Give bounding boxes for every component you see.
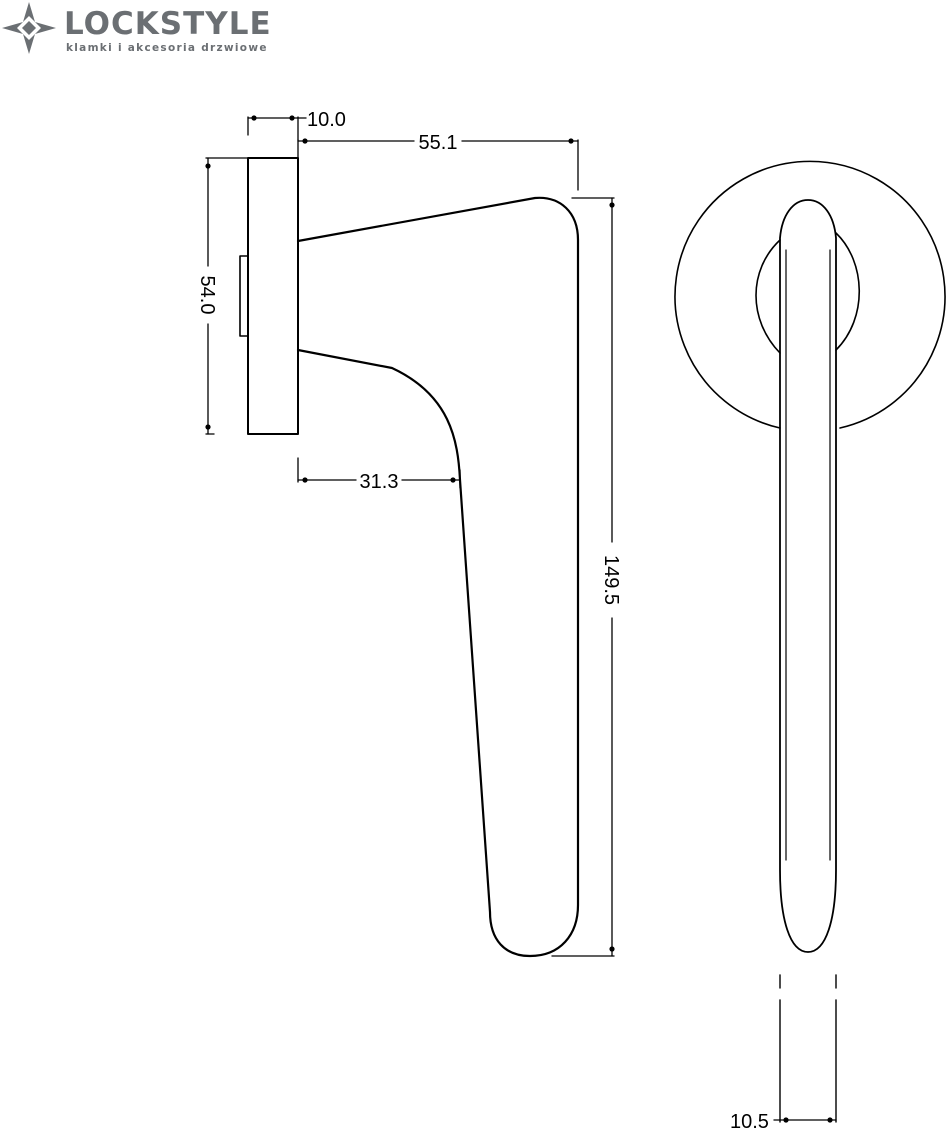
dim-lever-width: 10.5 xyxy=(730,1111,769,1129)
lever-front xyxy=(779,199,837,953)
lockstyle-logo-icon xyxy=(2,2,56,54)
spindle-stub xyxy=(239,255,249,337)
dim-handle-length: 149.5 xyxy=(600,555,622,605)
rose-circle xyxy=(674,160,946,429)
dimension-arrows xyxy=(205,115,833,1123)
dim-neck-offset: 31.3 xyxy=(360,471,399,493)
brand-logo: LOCKSTYLE klamki i akcesoria drzwiowe xyxy=(0,0,300,60)
dim-handle-projection: 55.1 xyxy=(419,132,458,154)
handle-profile xyxy=(296,196,580,958)
brand-name: LOCKSTYLE xyxy=(64,6,272,42)
dim-rose-height: 54.0 xyxy=(196,276,218,315)
dim-rose-thickness: 10.0 xyxy=(307,109,346,131)
brand-tagline: klamki i akcesoria drzwiowe xyxy=(66,42,268,54)
dimension-lines xyxy=(205,116,837,1121)
front-view xyxy=(674,160,946,1123)
spindle-collar xyxy=(755,232,861,354)
rose-profile xyxy=(247,157,299,435)
side-view xyxy=(239,157,580,958)
